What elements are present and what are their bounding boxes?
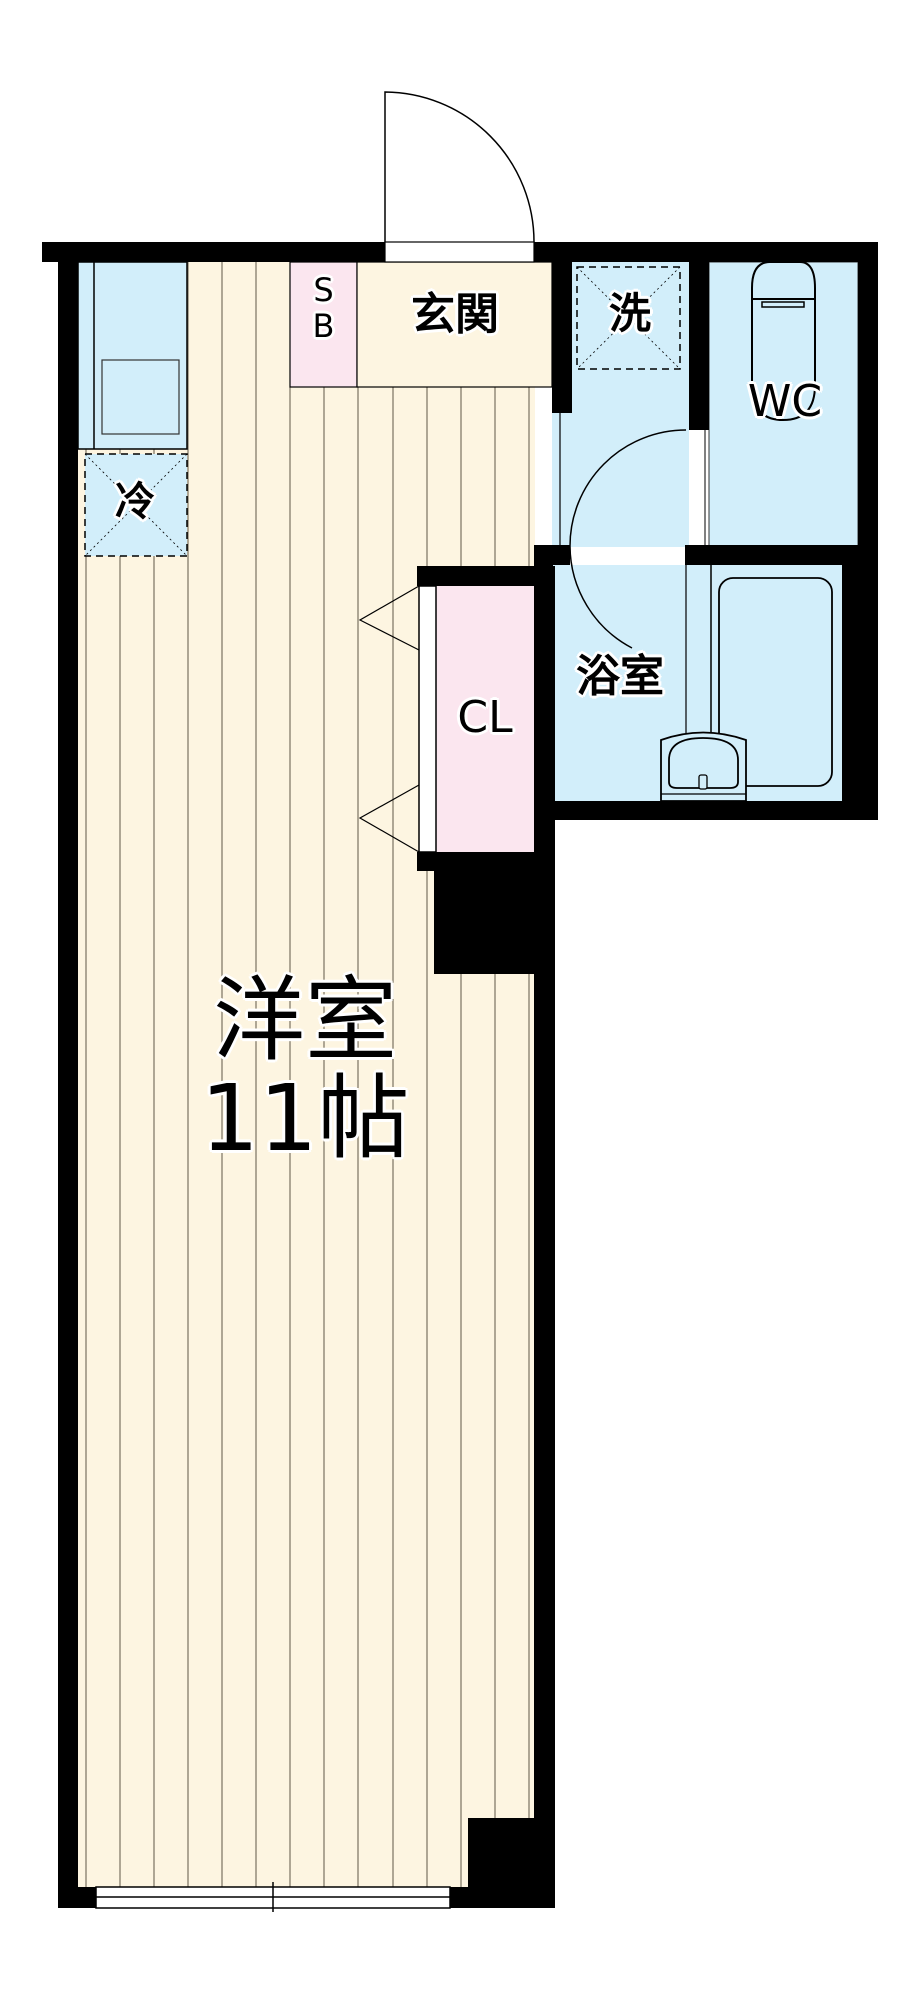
- bathroom-label: 浴室: [576, 651, 664, 702]
- bathtub-icon: [718, 577, 833, 787]
- entrance-label: 玄関: [411, 289, 499, 340]
- main-room-name: 洋室: [212, 967, 397, 1074]
- washer-space: [576, 266, 681, 370]
- washer-label: 洗: [608, 289, 651, 338]
- closet-door[interactable]: [418, 585, 437, 853]
- wc-label: WC: [747, 376, 823, 427]
- main-room-size: 11帖: [200, 1065, 410, 1172]
- fridge-space: [84, 453, 188, 557]
- closet-floor: [436, 586, 534, 852]
- shoe-box: [289, 261, 358, 388]
- closet-label: CL: [457, 692, 513, 743]
- washbasin-icon: [660, 731, 747, 802]
- toilet-icon: [751, 261, 816, 422]
- shoe-box-label: S B: [296, 274, 351, 342]
- kitchen-counter: [77, 261, 188, 450]
- sink-icon: [101, 359, 180, 435]
- walls: [42, 242, 878, 1908]
- closet-folding-door-icon: [358, 585, 420, 853]
- fridge-label: 冷: [115, 479, 155, 525]
- shoe-box-label-line2: B: [312, 307, 335, 345]
- balcony-window[interactable]: [95, 1882, 451, 1912]
- entrance-door[interactable]: [384, 91, 535, 263]
- hall-wet-area: [552, 262, 689, 547]
- main-room-label: 洋室 11帖: [180, 975, 430, 1165]
- wc-door[interactable]: [689, 430, 706, 545]
- bathroom-door[interactable]: [569, 429, 687, 649]
- shoe-box-label-line1: S: [313, 271, 334, 309]
